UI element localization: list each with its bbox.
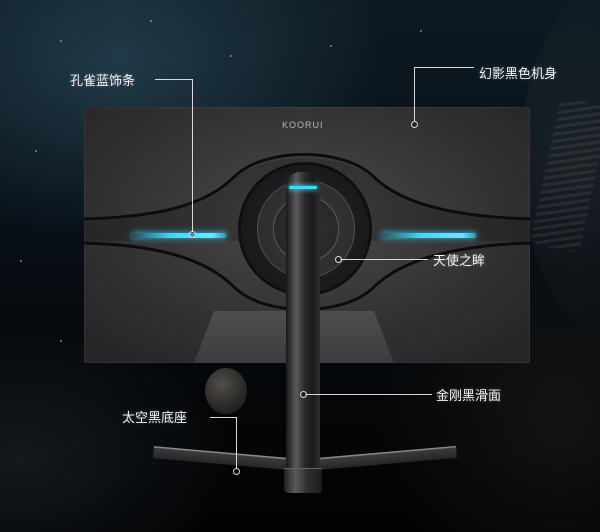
- callout-line-h: [340, 259, 428, 260]
- brand-logo: KOORUI: [282, 120, 324, 130]
- callout-line-h: [155, 79, 192, 80]
- callout-line-h: [414, 67, 474, 68]
- callout-line-v: [236, 417, 237, 469]
- callout-line-h: [305, 394, 432, 395]
- stand-neck: [286, 172, 320, 472]
- right-peacock-blue-light-strip: [382, 233, 476, 238]
- star: [150, 20, 152, 22]
- star: [420, 30, 422, 32]
- callout-dot: [300, 391, 307, 398]
- star: [20, 260, 22, 262]
- callout-label-phantom-black-body: 幻影黑色机身: [479, 67, 558, 82]
- callout-line-h: [210, 417, 236, 418]
- callout-label-space-black-base: 太空黑底座: [122, 411, 188, 426]
- stand-left-leg: [152, 446, 290, 470]
- left-peacock-blue-light-strip: [132, 233, 226, 238]
- stand-right-leg: [316, 445, 457, 470]
- star: [230, 55, 232, 57]
- stand-neck-glow-ring: [289, 186, 317, 189]
- callout-dot: [335, 256, 342, 263]
- callout-line-v: [192, 79, 193, 232]
- callout-label-peacock-blue-strip: 孔雀蓝饰条: [70, 74, 136, 89]
- callout-dot: [411, 121, 418, 128]
- callout-label-angel-eye: 天使之眸: [433, 254, 486, 269]
- callout-line-v: [414, 67, 415, 122]
- stand-neck-foot: [284, 468, 322, 493]
- star: [35, 150, 37, 152]
- callout-dot: [233, 468, 240, 475]
- star: [60, 340, 62, 342]
- callout-dot: [189, 231, 196, 238]
- star: [330, 45, 332, 47]
- star: [500, 70, 502, 72]
- callout-label-diamond-black-surface: 金刚黑滑面: [436, 389, 502, 404]
- asteroid: [205, 368, 247, 414]
- star: [60, 40, 62, 42]
